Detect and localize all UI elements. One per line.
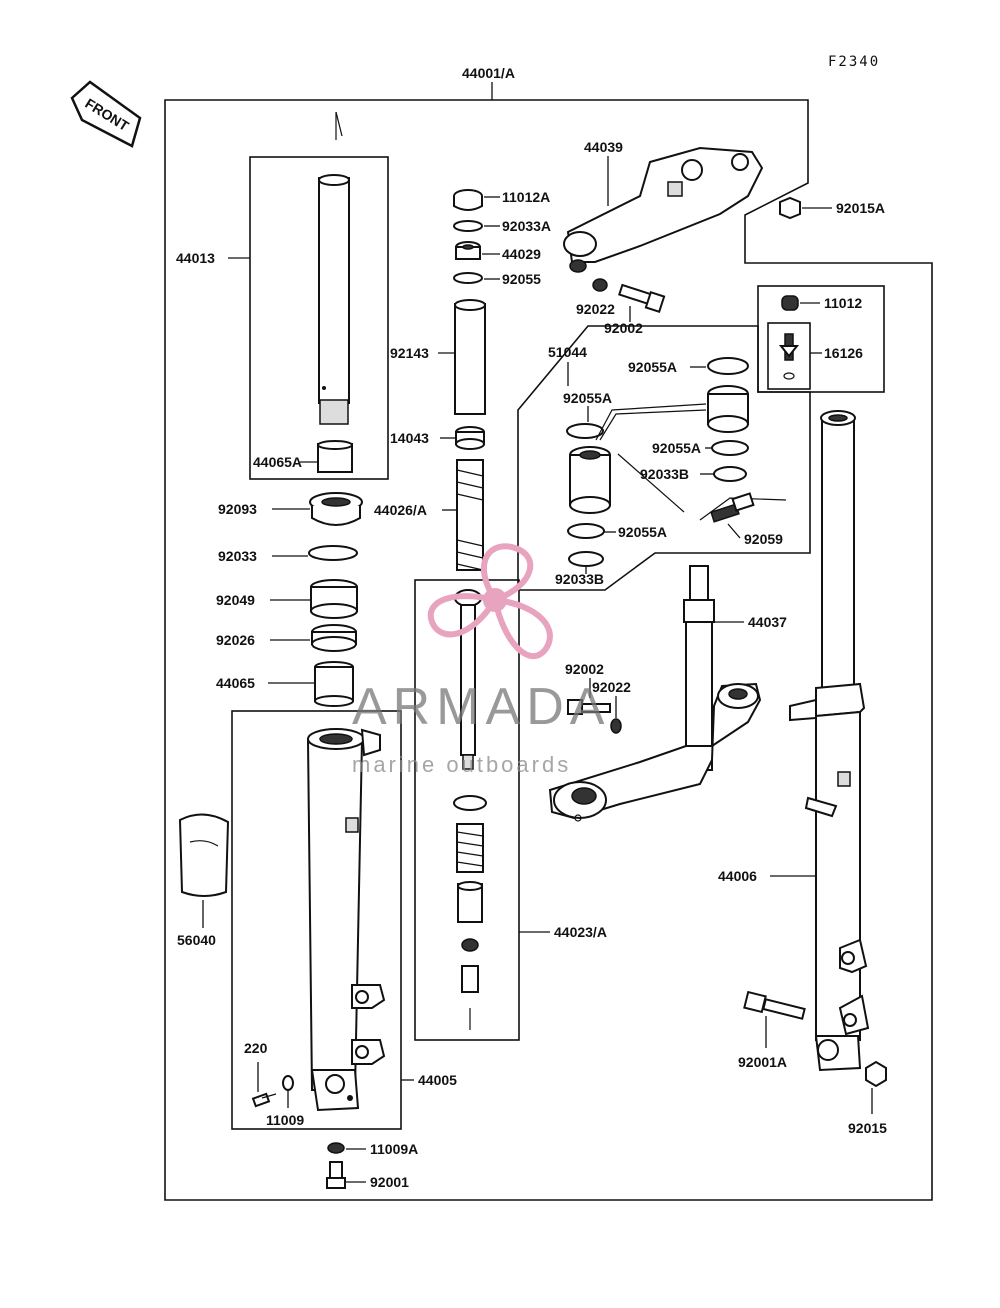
oring-92033A — [453, 220, 483, 232]
box-51044 — [517, 325, 811, 591]
label-92033B-2: 92033B — [555, 571, 604, 587]
label-92055: 92055 — [502, 271, 541, 287]
label-56040: 56040 — [177, 932, 216, 948]
label-92055A-1: 92055A — [628, 359, 677, 375]
circlip-92033B-2 — [568, 551, 604, 567]
label-92022-bottom: 92022 — [592, 679, 631, 695]
label-92002-top: 92002 — [604, 320, 643, 336]
label-92055A-4: 92055A — [618, 524, 667, 540]
gasket-11009 — [282, 1075, 294, 1091]
front-arrow-icon: FRONT — [70, 80, 142, 148]
label-220: 220 — [244, 1040, 268, 1056]
figure-id: F2340 — [828, 54, 880, 70]
label-92001A: 92001A — [738, 1054, 787, 1070]
label-11012: 11012 — [824, 295, 862, 311]
armada-watermark: ARMADA marine outboards — [352, 543, 610, 777]
watermark-brand: ARMADA — [352, 678, 610, 736]
box-44023A — [414, 579, 520, 1041]
fork-guard-56040 — [178, 813, 230, 897]
washer-92026 — [311, 624, 357, 652]
label-92055A-2: 92055A — [563, 390, 612, 406]
upper-bracket-44039 — [563, 146, 764, 273]
oring-92055A-2 — [566, 423, 604, 439]
oring-92055 — [453, 272, 483, 284]
bushing-44065 — [314, 661, 354, 707]
label-92093: 92093 — [218, 501, 257, 517]
label-92059: 92059 — [744, 531, 783, 547]
label-92022-top: 92022 — [576, 301, 615, 317]
label-92015: 92015 — [848, 1120, 887, 1136]
plug-44029 — [455, 241, 481, 260]
steering-stem-44037 — [548, 565, 762, 822]
collar-14043 — [455, 426, 485, 450]
label-92049: 92049 — [216, 592, 255, 608]
bolt-92002-bottom — [567, 699, 611, 715]
label-51044: 51044 — [548, 344, 587, 360]
label-44013: 44013 — [176, 250, 215, 266]
cap-11012A — [453, 189, 483, 211]
nut-92015 — [865, 1060, 887, 1088]
spring-44026A — [456, 459, 484, 571]
box-44005 — [231, 710, 402, 1130]
label-44026A: 44026/A — [374, 502, 427, 518]
assembly-frame-44001A — [164, 99, 933, 1201]
label-92015A: 92015A — [836, 200, 885, 216]
circlip-92033B-1 — [713, 466, 747, 482]
label-92055A-3: 92055A — [652, 440, 701, 456]
valve-16126 — [778, 333, 800, 380]
oil-seal-92093 — [309, 492, 363, 526]
bushing-44065A — [317, 440, 353, 473]
washer-92049 — [310, 579, 358, 619]
label-92026: 92026 — [216, 632, 255, 648]
label-44006: 44006 — [718, 868, 757, 884]
right-fork-44006 — [789, 410, 870, 1072]
washer-92022-top — [592, 278, 608, 292]
label-92001: 92001 — [370, 1174, 409, 1190]
label-92143: 92143 — [390, 345, 429, 361]
label-92002-bottom: 92002 — [565, 661, 604, 677]
nut-92015A — [779, 196, 801, 220]
label-16126: 16126 — [824, 345, 863, 361]
oring-92055A-3 — [711, 440, 749, 456]
box-16126 — [757, 285, 885, 393]
label-11012A: 11012A — [502, 189, 550, 205]
inner-tube-44013 — [318, 174, 350, 425]
fitting-92059 — [710, 492, 755, 523]
rod-92001A — [743, 990, 806, 1020]
bolt-92001 — [326, 1161, 346, 1189]
label-11009: 11009 — [266, 1112, 304, 1128]
label-92033A: 92033A — [502, 218, 551, 234]
label-44065A: 44065A — [253, 454, 302, 470]
watermark-tagline: marine outboards — [352, 752, 571, 777]
label-14043: 14043 — [390, 430, 429, 446]
bolt-92002-top — [618, 283, 666, 314]
oring-92055A-1 — [707, 357, 749, 375]
washer-92022-bottom — [610, 718, 622, 734]
label-44023A: 44023/A — [554, 924, 607, 940]
label-44037: 44037 — [748, 614, 787, 630]
damper-rod-44023A — [453, 589, 487, 1030]
box-valve — [767, 322, 811, 390]
label-44039: 44039 — [584, 139, 623, 155]
gasket-11009A — [327, 1142, 345, 1154]
label-44065: 44065 — [216, 675, 255, 691]
label-44029: 44029 — [502, 246, 541, 262]
air-hose-51044 — [569, 385, 787, 521]
label-44005: 44005 — [418, 1072, 457, 1088]
label-92033B-1: 92033B — [640, 466, 689, 482]
bolt-220 — [251, 1092, 277, 1108]
label-92033: 92033 — [218, 548, 257, 564]
circlip-92033 — [308, 545, 358, 561]
label-44001A: 44001/A — [462, 65, 515, 81]
box-44013 — [249, 156, 389, 480]
cap-11012 — [781, 295, 799, 311]
propeller-logo-icon — [427, 543, 553, 659]
oring-92055A-4 — [567, 523, 605, 539]
outer-tube-44005 — [306, 728, 386, 1112]
label-11009A: 11009A — [370, 1141, 418, 1157]
spacer-92143 — [454, 299, 486, 415]
